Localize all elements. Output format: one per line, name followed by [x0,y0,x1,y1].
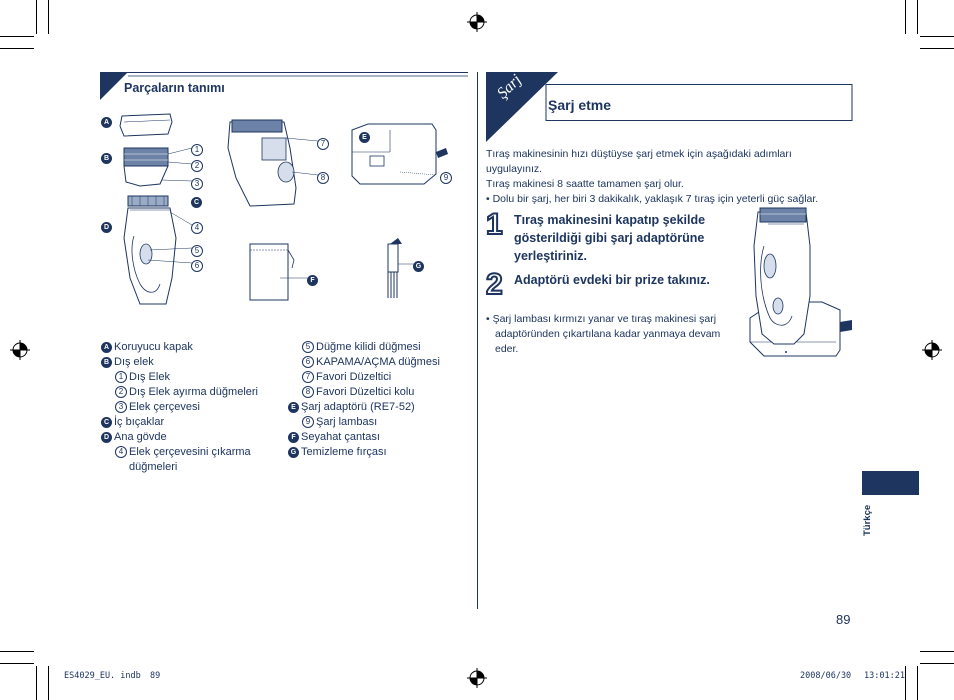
section-title-charging: Şarj etme [548,97,612,113]
fig-num-3: 3 [191,175,205,193]
legend-text: KAPAMA/AÇMA düğmesi [316,356,440,368]
legend-number-circle: 7 [302,371,314,384]
legend-text: Elek çerçevesini çıkarma [129,446,251,458]
legend-letter-badge: E [288,401,299,413]
fig-num-1: 1 [191,141,205,159]
legend-item: düğmeleri [129,461,177,474]
legend-text: Dış Elek [129,371,170,383]
legend-text: Temizleme fırçası [301,446,387,458]
legend-text: Şarj lambası [316,416,378,428]
step-1-number: 1 [485,208,504,241]
fig-label-f: F [307,272,320,290]
footer-file-page: 89 [150,671,161,681]
legend-number-circle: 5 [302,341,314,354]
legend-text: Elek çerçevesi [129,401,200,413]
footer-filename: ES4029_EU. indb [64,671,141,681]
fig-num-4: 4 [191,219,205,237]
legend-letter-badge: D [101,431,112,443]
registration-mark-top [467,12,487,32]
fig-num-2: 2 [191,157,205,175]
footer-time: 13:01:21 [864,671,905,681]
legend-text: Şarj adaptörü (RE7-52) [301,401,415,413]
legend-text: Favori Düzeltici kolu [316,386,415,398]
registration-mark-left [10,340,30,360]
fig-num-7: 7 [317,135,331,153]
legend-number-circle: 3 [115,401,127,414]
page-number: 89 [836,612,851,627]
legend-text: Dış elek [114,356,154,368]
legend-text: İç bıçaklar [114,416,165,428]
fig-num-9: 9 [440,169,454,187]
fig-label-e: E [359,129,372,147]
fig-label-c: C [191,194,204,212]
language-tab-bar [862,471,919,495]
legend-text: düğmeleri [129,461,178,473]
legend-text: Seyahat çantası [301,431,380,443]
legend-number-circle: 4 [115,446,127,459]
shaver-on-charger-illustration [749,207,852,357]
fig-label-d: D [101,219,114,237]
parts-illustration [119,113,448,305]
fig-num-5: 5 [191,242,205,260]
fig-label-g: G [413,258,426,276]
step-2-number: 2 [485,268,504,301]
footer-date: 2008/06/30 [800,671,852,681]
fig-num-6: 6 [191,257,205,275]
registration-mark-bottom [467,668,487,688]
fig-label-a: A [101,114,114,132]
legend-number-circle: 9 [302,416,314,429]
legend-number-circle: 2 [115,386,127,399]
legend-letter-badge: B [101,356,112,368]
fig-num-8: 8 [317,169,331,187]
legend-text: Favori Düzeltici [316,371,392,383]
legend-letter-badge: G [288,446,299,458]
legend-text: Dış Elek ayırma düğmeleri [129,386,258,398]
legend-number-circle: 1 [115,371,127,384]
column-divider [477,72,478,609]
step-2-text: Adaptörü evdeki bir prize takınız. [514,273,710,287]
legend-text: Ana gövde [114,431,167,443]
section-title-parts: Parçaların tanımı [124,81,225,95]
fig-label-b: B [101,150,114,168]
legend-letter-badge: A [101,341,112,353]
legend-letter-badge: C [101,416,112,428]
legend-text: Koruyucu kapak [114,341,193,353]
legend-letter-badge: F [288,431,299,443]
legend-text: Düğme kilidi düğmesi [316,341,421,353]
legend-number-circle: 6 [302,356,314,369]
legend-number-circle: 8 [302,386,314,399]
charging-note: • Şarj lambası kırmızı yanar ve tıraş ma… [486,313,721,355]
language-tab-label: Türkçe [862,504,873,536]
step-1-text: Tıraş makinesini kapatıp şekilde gösteri… [514,213,706,263]
charging-intro: Tıraş makinesinin hızı düştüyse şarj etm… [486,148,819,205]
registration-mark-right [922,340,942,360]
